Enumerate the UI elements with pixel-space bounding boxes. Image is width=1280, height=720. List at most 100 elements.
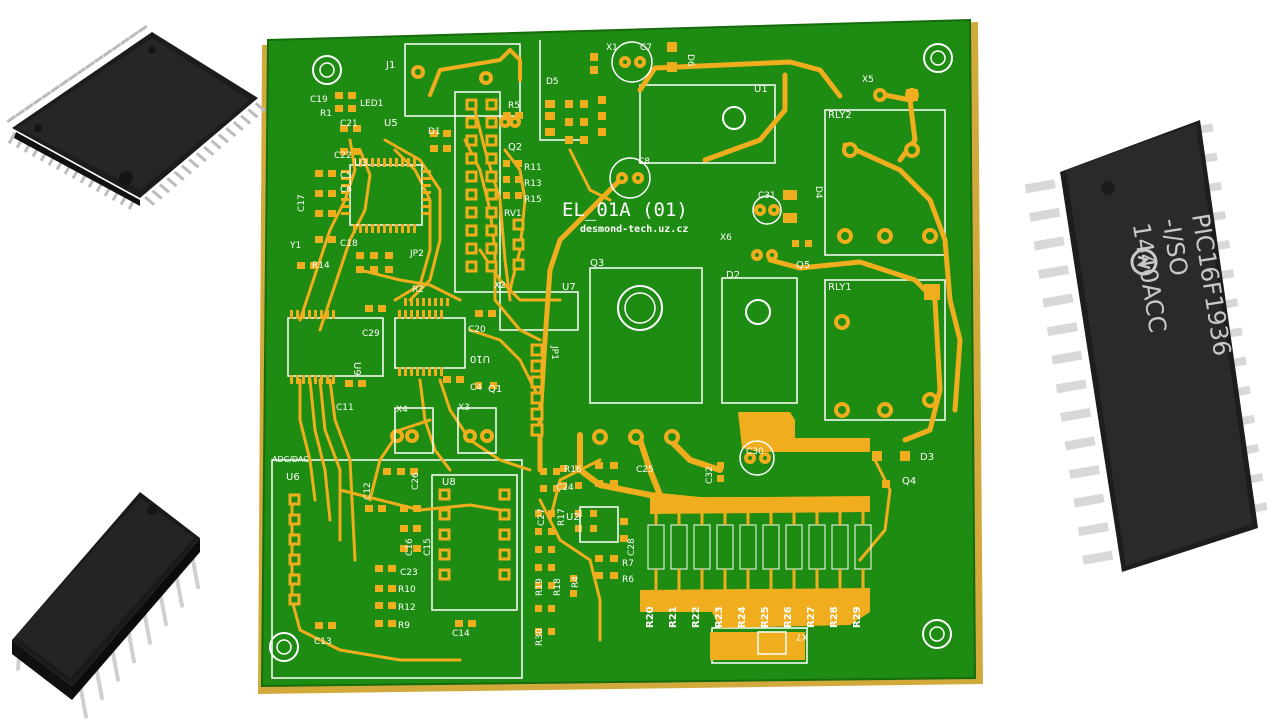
label-u7: U7 — [562, 282, 576, 293]
chip-pin — [1248, 473, 1264, 484]
chip-pin — [1051, 350, 1083, 365]
chip-pin — [151, 189, 163, 200]
label-c24: C24 — [556, 483, 574, 493]
label-u1: U1 — [754, 84, 768, 95]
copper-pours — [640, 412, 870, 660]
chip-pin — [190, 553, 200, 590]
chip-pin — [78, 682, 88, 719]
pic-chip-photo: PIC16F1936 -I/SO 1440ACC — [1024, 120, 1268, 572]
label-q4: Q4 — [902, 476, 916, 487]
chip-pin — [1227, 327, 1243, 338]
mounting-hole — [922, 619, 952, 649]
chip-pin — [174, 571, 184, 608]
chip-pin — [232, 120, 244, 131]
label-r11: R11 — [524, 163, 542, 173]
label-c4: C4 — [470, 383, 482, 393]
chip-pin — [41, 90, 52, 100]
chip-pin — [158, 183, 170, 194]
chip-pin — [23, 102, 34, 112]
label-d2: D2 — [726, 270, 740, 281]
label-x3: X3 — [458, 403, 470, 413]
chip-pin — [1215, 239, 1231, 251]
label-r30: R30 — [535, 628, 545, 646]
chip-pin — [1206, 181, 1222, 193]
power-components — [609, 41, 782, 476]
label-u3: U3 — [354, 158, 368, 169]
label-c14: C14 — [452, 629, 470, 639]
label-c30: C30 — [746, 447, 764, 457]
chip-pin — [1037, 264, 1070, 280]
label-u6: U6 — [286, 472, 300, 483]
chip-pin — [93, 54, 104, 64]
label-u8: U8 — [442, 477, 456, 488]
chip-pin — [1244, 443, 1260, 455]
chip-pin — [1210, 210, 1227, 222]
chip-pin — [1073, 493, 1105, 508]
resistor-array-label: R20 — [645, 606, 656, 628]
label-d3: D3 — [920, 452, 934, 463]
label-r1: R1 — [320, 109, 332, 119]
pcb-board: EL_01A (01) desmond-tech.uz.cz J1 U1 U2 … — [258, 18, 983, 694]
label-jp2: JP2 — [409, 249, 424, 259]
label-rly1: RLY1 — [828, 282, 852, 293]
label-c22: C22 — [334, 151, 352, 161]
chip-pin — [1198, 123, 1214, 134]
chip-pin — [142, 608, 152, 645]
label-c5: C5 — [340, 171, 352, 181]
label-x6: X6 — [720, 233, 732, 243]
label-r4: R4 — [571, 576, 581, 588]
capacitor-outline — [752, 195, 782, 225]
label-r10: R10 — [398, 585, 416, 595]
chip-pin — [1231, 356, 1247, 367]
chip-pin — [225, 127, 237, 138]
mounting-hole — [923, 43, 953, 73]
smd-pads — [297, 92, 812, 635]
chip-pin — [137, 24, 148, 34]
label-r5: R5 — [508, 101, 520, 111]
board-website: desmond-tech.uz.cz — [580, 224, 688, 235]
label-c19: C19 — [310, 95, 328, 105]
relay-square-pad — [590, 42, 940, 488]
chip-pin — [1219, 269, 1235, 280]
label-r16: R16 — [564, 465, 582, 475]
chip-pin — [240, 114, 252, 125]
label-y1: Y1 — [289, 241, 301, 251]
label-r7: R7 — [622, 559, 634, 569]
chip-pin — [166, 177, 178, 188]
chip-pin — [58, 78, 69, 88]
board-title: EL_01A (01) — [562, 199, 688, 221]
chip-pin — [1033, 236, 1065, 251]
label-q1: Q1 — [488, 384, 502, 395]
label-d5: D5 — [546, 77, 559, 87]
chip-pin — [1068, 464, 1101, 480]
resistor-array-label: R25 — [760, 606, 771, 628]
smd-ics — [290, 158, 787, 655]
label-c16: C16 — [405, 538, 415, 556]
mounting-hole — [312, 55, 342, 85]
chip-pin — [120, 36, 131, 46]
chip-pin — [128, 30, 139, 40]
label-c12: C12 — [363, 482, 373, 500]
chip-pin — [7, 132, 17, 145]
chip-pin — [210, 139, 222, 150]
label-c27: C27 — [537, 508, 547, 526]
label-r17: R17 — [557, 508, 567, 526]
label-c15: C15 — [423, 538, 433, 556]
heatsink-hole — [722, 106, 746, 130]
chip-pin — [217, 133, 229, 144]
microchip-logo — [1130, 248, 1158, 276]
resistor-array-label: R23 — [714, 606, 725, 628]
chip-pin — [1239, 414, 1256, 426]
label-u9: U9 — [351, 362, 362, 376]
chip-pin — [6, 114, 17, 124]
through-hole-pads — [390, 56, 938, 464]
chip-pin — [85, 60, 96, 70]
label-q2: Q2 — [508, 142, 522, 153]
chip-pin — [1029, 207, 1061, 222]
label-c20: C20 — [468, 325, 486, 335]
label-c29: C29 — [362, 329, 380, 339]
capacitor-outline — [739, 440, 775, 476]
label-c6: C6 — [340, 185, 352, 195]
label-r13: R13 — [524, 179, 542, 189]
